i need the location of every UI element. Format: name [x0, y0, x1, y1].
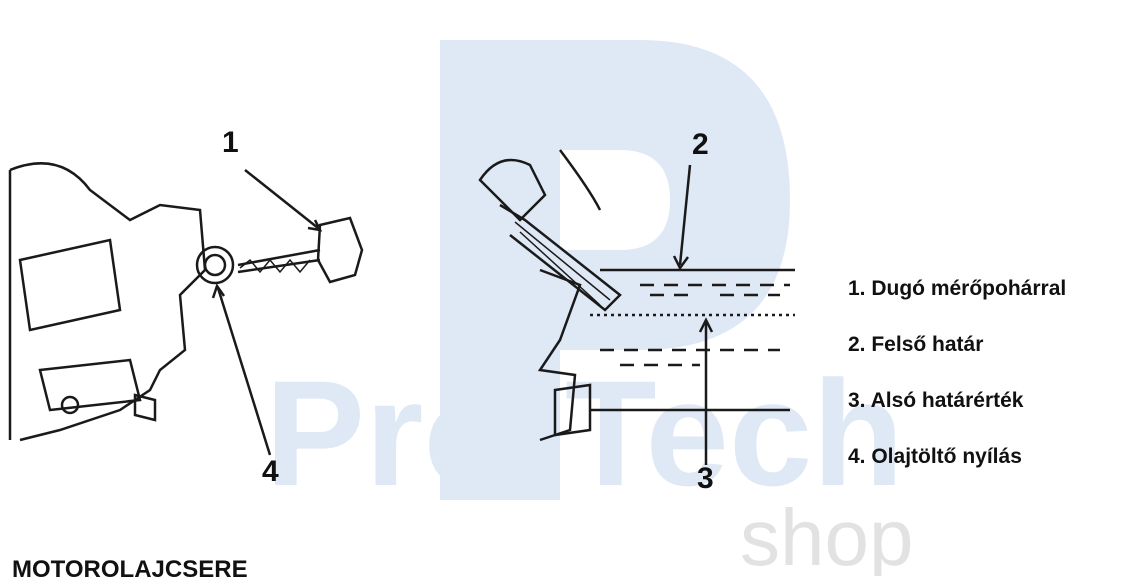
filler-neck-outer [195, 245, 235, 285]
drain-bolt [553, 383, 592, 437]
watermark-brand-text: Pro-Tech [265, 349, 904, 517]
callout-2: 2 [692, 128, 709, 161]
arrowhead-2 [672, 255, 690, 271]
legend-item-3: 3. Alsó határérték [848, 389, 1024, 412]
dipstick-markings [239, 258, 311, 274]
callout-4: 4 [262, 455, 279, 488]
filler-neck-wall [558, 149, 602, 211]
oil-plug-diagram [8, 149, 795, 465]
legend: 1. Dugó mérőpohárral 2. Felső határ 3. A… [848, 277, 1066, 501]
oil-level-dashes-upper [640, 283, 790, 297]
callout-1: 1 [222, 126, 239, 159]
engine-panel [18, 238, 122, 332]
legend-item-4: 4. Olajtöltő nyílás [848, 445, 1022, 468]
crankcase-wall [537, 268, 582, 442]
arrowhead-1 [307, 219, 323, 232]
side-bolt [133, 393, 157, 422]
legend-item-2: 2. Felső határ [848, 333, 984, 356]
leader-2 [678, 164, 692, 266]
arrowhead-4 [211, 283, 226, 299]
section-title: MOTOROLAJCSERE [12, 556, 248, 583]
plug-head [478, 158, 547, 222]
legend-item-1: 1. Dugó mérőpohárral [848, 277, 1067, 300]
watermark-shop-text: shop [740, 493, 913, 576]
engine-body-outline [9, 162, 207, 442]
engine-boss [38, 358, 142, 412]
callout-3: 3 [697, 462, 714, 495]
bolt-hole [60, 395, 80, 415]
plug-stem [499, 203, 622, 312]
filler-neck-inner [203, 253, 227, 277]
leader-1 [244, 169, 319, 229]
oil-level-dashes-lower [600, 348, 780, 367]
arrowhead-3 [698, 317, 714, 333]
leader-4 [216, 287, 272, 456]
plug-cap [316, 216, 364, 284]
plug-thread [514, 221, 611, 306]
